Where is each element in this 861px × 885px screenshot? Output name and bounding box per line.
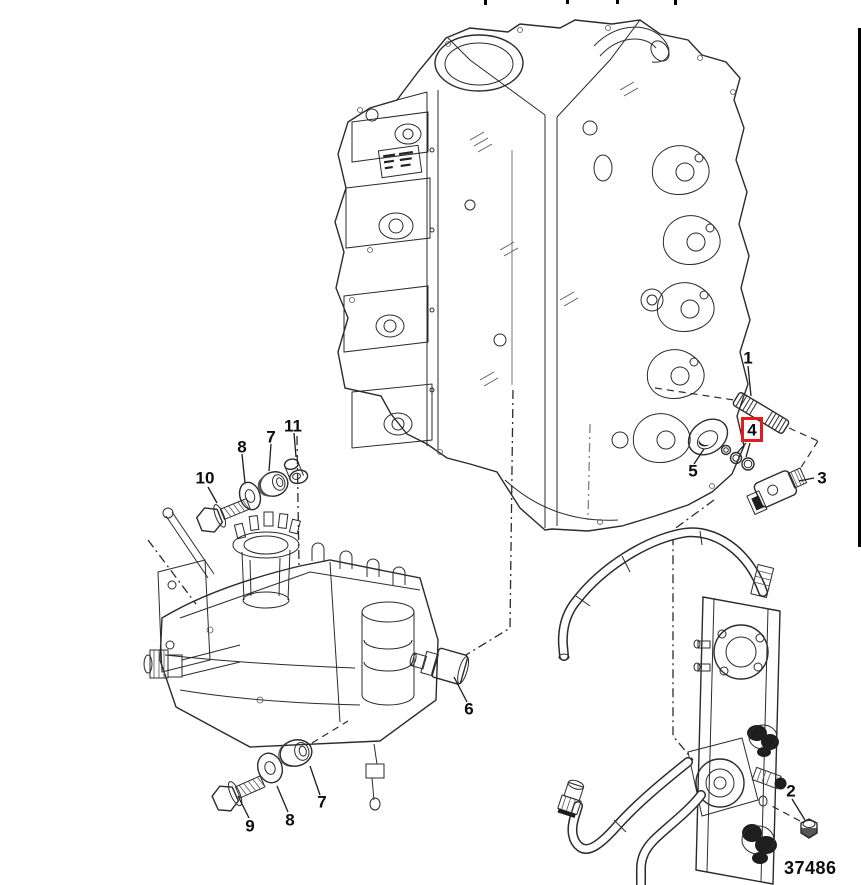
callout-7-top[interactable]: 7 — [266, 427, 276, 447]
part-spacer-11 — [283, 458, 309, 485]
part-orings-4 — [720, 444, 755, 471]
engine-block-drawing — [334, 19, 751, 532]
part-washer-8-top — [238, 481, 262, 511]
part-sensor-3 — [746, 467, 808, 516]
callout-leader-lines — [207, 365, 815, 821]
fuel-injector-bottom — [741, 824, 777, 864]
fuel-injector-top — [747, 724, 779, 757]
part-bolt-9 — [211, 775, 266, 812]
page-edge-bar — [858, 28, 861, 547]
cropped-title-fragment — [566, 0, 569, 4]
assembly-axis-lines — [147, 387, 819, 822]
part-fitting-6 — [409, 647, 470, 685]
callout-2[interactable]: 2 — [786, 781, 796, 801]
cropped-title-fragment — [674, 0, 677, 5]
part-nut-2 — [800, 818, 818, 839]
callout-7-bottom[interactable]: 7 — [317, 792, 327, 812]
callout-10[interactable]: 10 — [195, 468, 215, 488]
vapor-separator-tank-drawing — [143, 507, 439, 811]
callout-9[interactable]: 9 — [245, 816, 255, 836]
callout-8-top[interactable]: 8 — [237, 437, 247, 457]
hose-elbow-fitting — [557, 779, 585, 818]
cropped-title-fragment — [484, 0, 487, 5]
callout-6[interactable]: 6 — [464, 699, 474, 719]
part-seal-5 — [687, 418, 729, 456]
callout-5[interactable]: 5 — [688, 461, 698, 481]
highlight-box-callout-4 — [741, 417, 763, 442]
part-washer-8-bottom — [256, 752, 284, 784]
fuel-rail-drawing — [557, 527, 787, 885]
callout-4[interactable]: 4 — [747, 420, 757, 440]
part-grommet-7-bottom — [278, 739, 313, 767]
part-grommet-7-top — [257, 471, 289, 497]
callout-3[interactable]: 3 — [817, 468, 827, 488]
callout-11[interactable]: 11 — [284, 416, 302, 436]
callout-8-bottom[interactable]: 8 — [285, 810, 295, 830]
callout-1[interactable]: 1 — [743, 348, 753, 368]
drawing-number: 37486 — [784, 858, 837, 878]
part-bolt-10 — [195, 498, 251, 533]
cropped-title-fragment — [616, 0, 619, 4]
